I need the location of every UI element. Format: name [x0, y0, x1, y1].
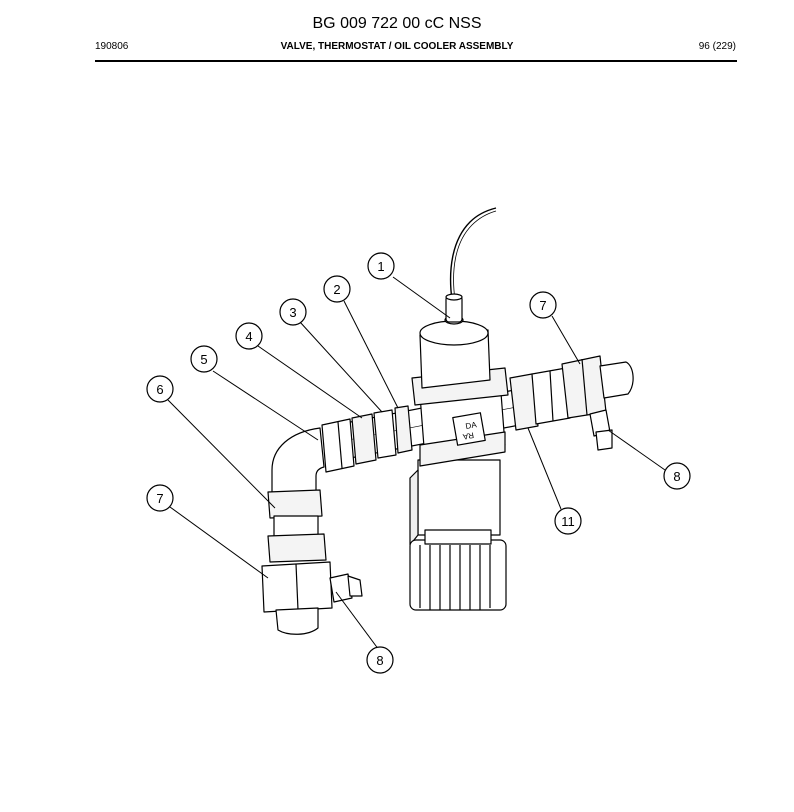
- callout-7-left: [146, 484, 174, 512]
- callout-label-1: 1: [377, 259, 384, 274]
- leader-lines: [167, 276, 666, 651]
- callout-11: [554, 507, 582, 535]
- lower-nipple: [329, 573, 363, 603]
- document-title: BG 009 722 00 cC NSS: [312, 15, 482, 32]
- header-date: 190806: [95, 41, 129, 52]
- callout-label-3: 3: [289, 305, 296, 320]
- callout-label-4: 4: [245, 329, 252, 344]
- section-title: VALVE, THERMOSTAT / OIL COOLER ASSEMBLY: [280, 41, 514, 52]
- callout-label-7-left: 7: [156, 491, 163, 506]
- callout-label-8-right: 8: [673, 469, 680, 484]
- thermostat-lower-body: [409, 459, 507, 611]
- callout-label-5: 5: [200, 352, 207, 367]
- callout-label-6: 6: [156, 382, 163, 397]
- callout-label-2: 2: [333, 282, 340, 297]
- left-fittings: [321, 405, 413, 473]
- valve-marking-da: DA: [465, 420, 478, 431]
- callout-8-bottom: [366, 646, 394, 674]
- header-rule: [95, 60, 737, 62]
- callout-label-7-right: 7: [539, 298, 546, 313]
- callout-4: [235, 322, 263, 350]
- page-number: 96 (229): [698, 41, 736, 52]
- callout-8-right: [663, 462, 691, 490]
- callout-6: [146, 375, 174, 403]
- capillary-wire: [449, 207, 497, 301]
- valve-marking-ra: RA: [461, 430, 474, 441]
- callout-1: [367, 252, 395, 280]
- callout-2: [323, 275, 351, 303]
- thermostat-head: [419, 293, 491, 389]
- callout-label-8-bottom: 8: [376, 653, 383, 668]
- elbow-fitting: [261, 427, 333, 635]
- callout-3: [279, 298, 307, 326]
- callout-7-right: [529, 291, 557, 319]
- callouts: [146, 252, 691, 674]
- callout-label-11: 11: [561, 514, 575, 529]
- callout-5: [190, 345, 218, 373]
- right-fittings: [509, 355, 634, 451]
